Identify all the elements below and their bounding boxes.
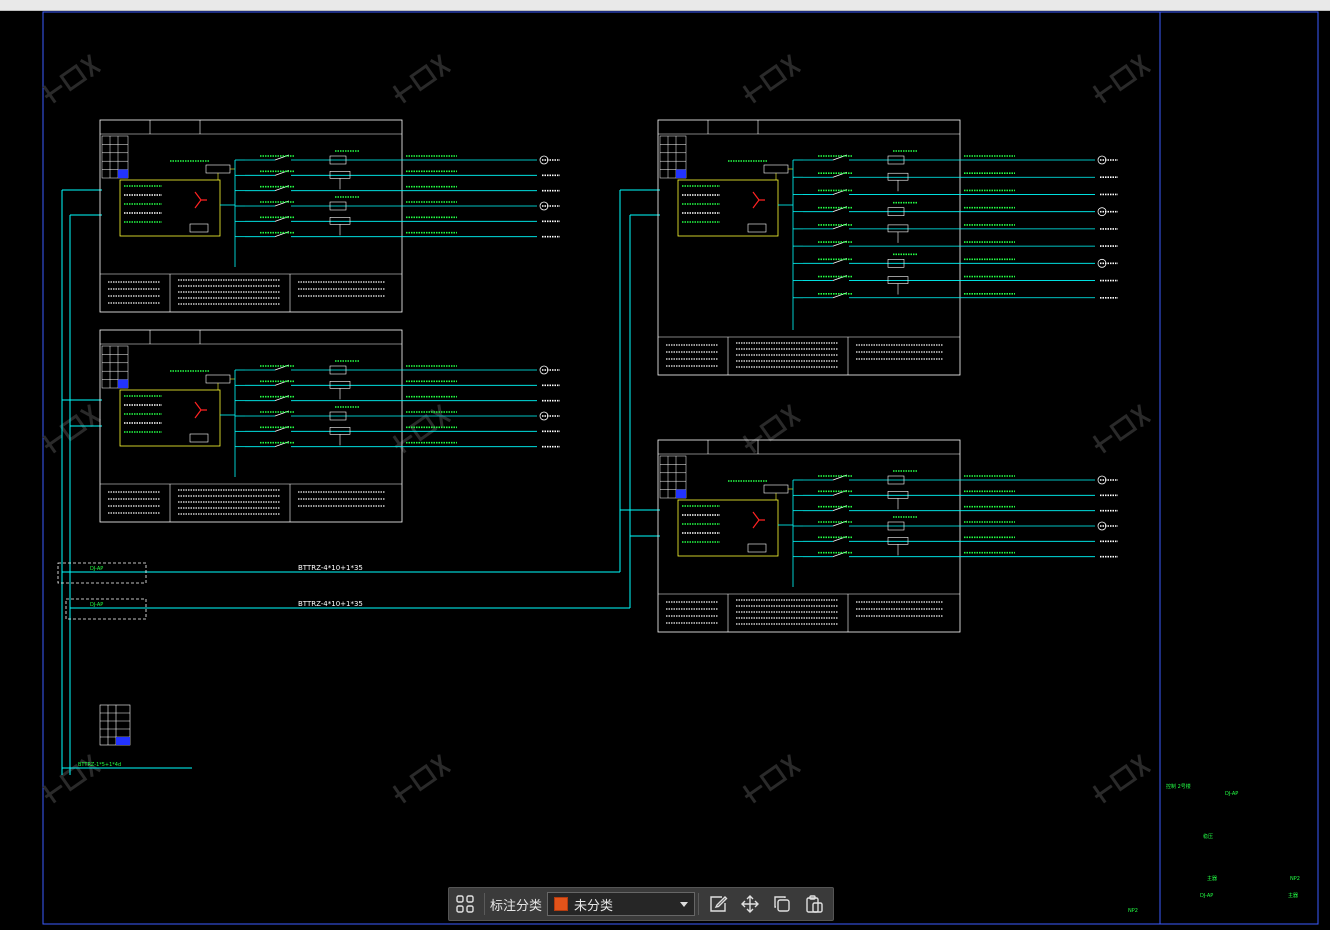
- edit-icon[interactable]: [702, 888, 734, 920]
- copy-icon[interactable]: [766, 888, 798, 920]
- distribution-panel: [657, 439, 1118, 633]
- category-select-value: 未分类: [574, 897, 614, 913]
- drawing-border: [42, 11, 1319, 925]
- breaker-box-1-text: DJ-AP: [90, 566, 103, 572]
- distribution-panel: [99, 119, 560, 313]
- distribution-panel: [657, 119, 1118, 376]
- cad-drawing-canvas[interactable]: BTTRZ-4*10+1*35 BTTRZ-4*10+1*35 DJ-AP DJ…: [0, 11, 1330, 930]
- breaker-box-2-text: DJ-AP: [90, 602, 103, 608]
- title-block-text-8: NP2: [1128, 908, 1138, 914]
- toolbar-separator: [698, 893, 700, 915]
- legend-swatch: [116, 737, 130, 745]
- annotation-category-select[interactable]: 未分类: [547, 892, 696, 916]
- breaker-box-1: [57, 562, 147, 584]
- title-block-text-7: 主器: [1288, 892, 1298, 899]
- grid-icon[interactable]: [449, 888, 481, 920]
- title-block: 控制 2号楼 DJ-AP 稳压 主器 NP2 DJ-AP 主器 NP2: [1128, 783, 1300, 914]
- toolbar-separator: [484, 893, 485, 915]
- title-block-text-5: NP2: [1290, 876, 1300, 882]
- chevron-down-icon: [680, 902, 689, 907]
- cable-label-1: BTTRZ-4*10+1*35: [298, 564, 363, 572]
- window-top-bar: [0, 0, 1330, 11]
- breaker-box-2: [65, 598, 147, 620]
- distribution-panel: [99, 329, 560, 523]
- title-block-text-1: 控制 2号楼: [1166, 783, 1191, 790]
- title-block-text-3: 稳压: [1203, 833, 1213, 840]
- title-block-text-6: DJ-AP: [1200, 893, 1213, 899]
- title-block-text-2: DJ-AP: [1225, 791, 1238, 797]
- title-block-text-4: 主器: [1207, 875, 1217, 882]
- panel-group: [99, 119, 1118, 633]
- watermark-group: [42, 54, 1152, 804]
- paste-icon[interactable]: [798, 888, 830, 920]
- move-icon[interactable]: [734, 888, 766, 920]
- cable-label-2: BTTRZ-4*10+1*35: [298, 600, 363, 608]
- annotation-toolbar: 标注分类 未分类: [448, 887, 834, 921]
- annotation-category-label: 标注分类: [490, 897, 543, 913]
- left-bus-lines: [61, 189, 660, 775]
- category-color-swatch: [554, 897, 569, 911]
- legend-feeder-label: BTTRZ-1*5+1*4d: [78, 762, 121, 768]
